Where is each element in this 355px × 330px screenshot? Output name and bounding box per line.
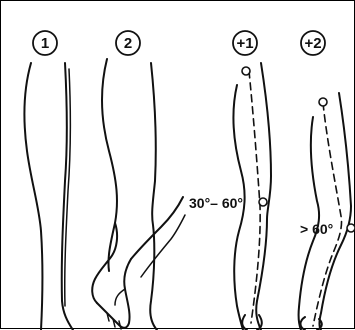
stage-2-crossing-leg-upper bbox=[131, 197, 183, 259]
stage-plus1-leg-front-contour bbox=[256, 63, 271, 330]
stage-plus2-leg-front-contour bbox=[320, 93, 352, 330]
stage-2-heel bbox=[115, 289, 125, 305]
stage-plus1-angle-label: 30°– 60° bbox=[189, 195, 243, 211]
stage-plus1-knee-joint bbox=[259, 198, 267, 206]
stage-plus1-text: +1 bbox=[236, 35, 253, 52]
stage-plus1-leg: 30°– 60° bbox=[189, 63, 271, 330]
stage-plus2-leg: > 60° bbox=[299, 93, 355, 330]
stage-1-label: 1 bbox=[33, 31, 57, 55]
stage-2-label: 2 bbox=[116, 31, 140, 55]
stage-1-text: 1 bbox=[41, 35, 49, 52]
stage-plus2-knee-joint bbox=[347, 224, 355, 232]
stage-plus1-label: +1 bbox=[233, 31, 257, 55]
stage-2-standing-leg-back bbox=[102, 59, 117, 271]
stage-1-leg bbox=[24, 63, 73, 330]
stage-plus2-angle-label: > 60° bbox=[300, 221, 333, 237]
stage-plus1-hip-joint bbox=[242, 67, 250, 75]
stage-1-leg-back-contour bbox=[24, 63, 42, 330]
stage-2-legs bbox=[92, 59, 185, 330]
stage-plus2-axis-line bbox=[313, 103, 342, 326]
stage-plus2-label: +2 bbox=[301, 31, 325, 55]
stage-plus2-hip-joint bbox=[319, 98, 327, 106]
stage-plus1-axis-line bbox=[249, 71, 260, 323]
stage-plus2-text: +2 bbox=[304, 35, 321, 52]
stage-2-standing-leg-front bbox=[150, 63, 157, 330]
stage-2-text: 2 bbox=[124, 35, 132, 52]
